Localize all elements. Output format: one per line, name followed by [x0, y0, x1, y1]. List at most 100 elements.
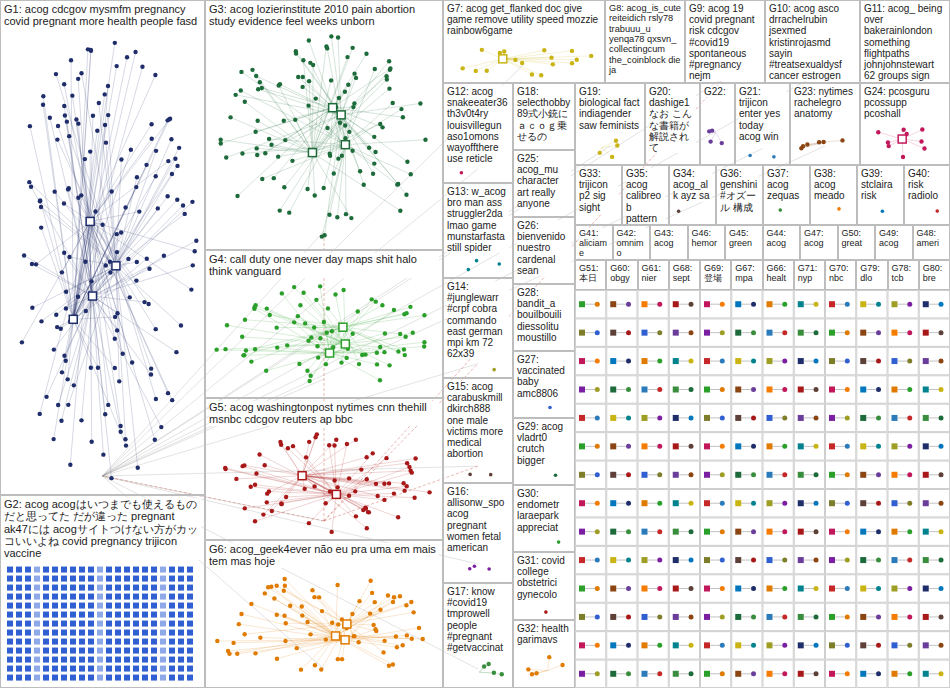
small-group-box [576, 546, 606, 573]
vertex-dot [689, 586, 694, 591]
vertex-dot [41, 94, 45, 98]
vertex-link [898, 304, 908, 305]
vertex-square [124, 576, 130, 582]
vertex-dot [79, 418, 83, 422]
vertex-dot [121, 352, 125, 356]
vertex-link [336, 453, 372, 494]
vertex-link [804, 588, 814, 589]
vertex-link [804, 503, 814, 504]
vertex-square [97, 567, 103, 573]
vertex-dot [782, 444, 787, 449]
vertex-dot [939, 330, 944, 335]
vertex-dot [513, 58, 517, 62]
vertex-dot [720, 444, 725, 449]
vertex-dot [939, 302, 944, 307]
inter-group-line [103, 466, 479, 476]
vertex-dot [62, 251, 66, 255]
vertex-square [88, 648, 94, 654]
vertex-link [312, 153, 314, 196]
vertex-dot [150, 137, 154, 141]
small-group-box [607, 490, 637, 517]
vertex-dot [359, 467, 363, 471]
vertex-link [929, 503, 939, 504]
vertex-link [679, 304, 689, 305]
vertex-square [178, 603, 184, 609]
vertex-dot [657, 586, 662, 591]
vertex-dot [125, 55, 129, 59]
vertex-link [302, 476, 429, 493]
vertex-dot [720, 302, 725, 307]
vertex-link [679, 531, 689, 532]
vertex-dot [109, 476, 113, 480]
small-group-box [732, 319, 762, 346]
vertex-square [16, 621, 22, 627]
vertex-dot [356, 309, 360, 313]
vertex-dot [560, 663, 564, 667]
vertex-square [79, 630, 85, 636]
vertex-link [302, 476, 338, 488]
vertex-link [773, 503, 783, 504]
vertex-link [236, 476, 302, 479]
vertex-link [64, 84, 90, 221]
vertex-dot [235, 652, 239, 656]
vertex-dot [156, 206, 160, 210]
vertex-square [7, 612, 13, 618]
vertex-link [679, 560, 689, 561]
vertex-dot [312, 595, 316, 599]
vertex-dot [103, 123, 107, 127]
vertex-link [116, 200, 177, 266]
vertex-link [866, 531, 876, 532]
vertex-square [43, 675, 49, 681]
vertex-dot [845, 472, 850, 477]
vertex-dot [837, 207, 841, 211]
vertex-dot [282, 577, 286, 581]
vertex-dot [751, 501, 756, 506]
small-group-box [919, 291, 949, 318]
vertex-square [43, 603, 49, 609]
vertex-dot [751, 359, 756, 364]
vertex-link [835, 304, 845, 305]
small-group-box [607, 291, 637, 318]
vertex-square [610, 557, 616, 563]
vertex-square [704, 301, 710, 307]
inter-group-links [103, 64, 826, 669]
vertex-dot [300, 613, 304, 617]
vertex-dot [113, 366, 117, 370]
vertex-square [106, 621, 112, 627]
vertex-square [923, 387, 929, 393]
vertex-dot [224, 155, 228, 159]
vertex-dot [367, 510, 371, 514]
vertex-link [741, 560, 751, 561]
vertex-dot [396, 349, 400, 353]
vertex-dot [64, 359, 68, 363]
vertex-square [579, 614, 585, 620]
vertex-square [52, 630, 58, 636]
vertex-link [236, 95, 342, 115]
vertex-link [116, 151, 156, 266]
hub-vertex [341, 636, 349, 644]
vertex-link [336, 458, 386, 494]
vertex-link [616, 389, 626, 390]
vertex-dot [480, 48, 484, 52]
vertex-dot [27, 180, 31, 184]
vertex-dot [751, 330, 756, 335]
small-group-box [919, 575, 949, 602]
vertex-dot [255, 146, 259, 150]
vertex-dot [939, 558, 944, 563]
vertex-dot [250, 68, 254, 72]
vertex-dot [64, 289, 68, 293]
vertex-cluster [748, 154, 775, 159]
vertex-link [345, 145, 347, 214]
vertex-square [142, 648, 148, 654]
vertex-square [142, 585, 148, 591]
vertex-dot [395, 182, 399, 186]
vertex-link [741, 503, 751, 504]
vertex-dot [242, 353, 246, 357]
vertex-square [70, 666, 76, 672]
small-group-box [857, 490, 887, 517]
vertex-link [710, 560, 720, 561]
vertex-dot [402, 312, 406, 316]
vertex-square [767, 500, 773, 506]
vertex-link [336, 636, 389, 666]
vertex-square [169, 594, 175, 600]
